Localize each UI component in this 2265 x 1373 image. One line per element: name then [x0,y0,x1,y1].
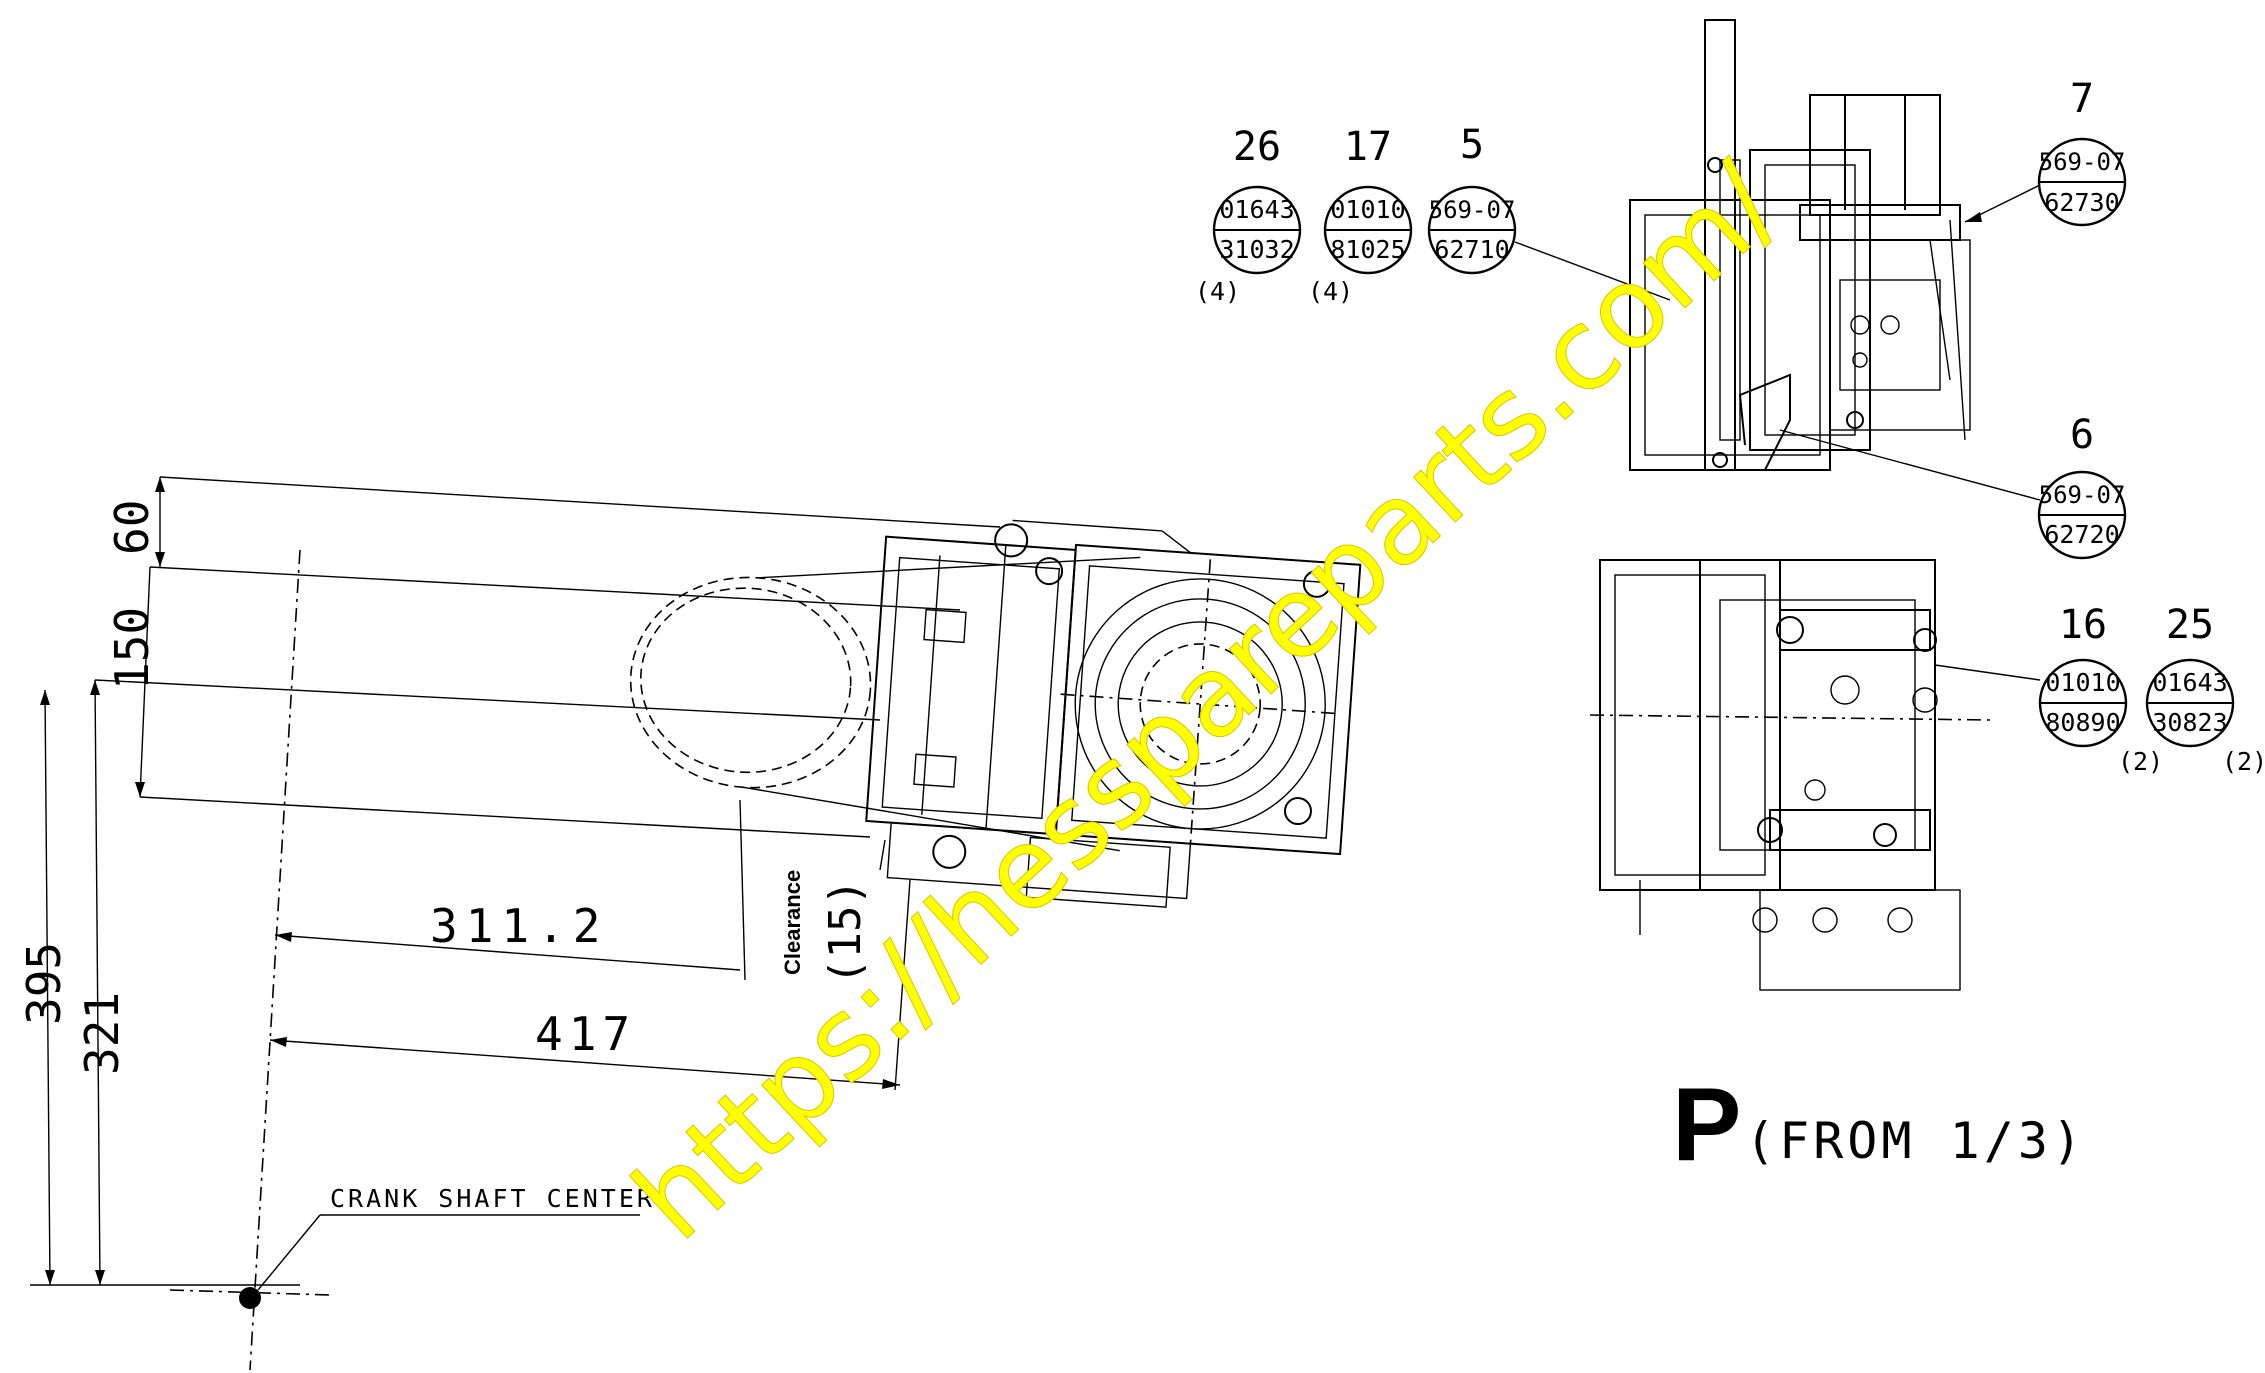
svg-text:30823: 30823 [2152,708,2227,737]
svg-text:62710: 62710 [1434,235,1509,264]
callout-7: 7 569-07 62730 [2037,76,2127,227]
callout-6: 6 569-07 62720 [2037,412,2127,560]
dimension-lines [30,476,1001,1371]
callout-5: 5 569-07 62710 [1427,122,1517,275]
svg-text:62730: 62730 [2044,188,2119,217]
svg-text:(2): (2) [2118,747,2163,776]
clearance-label: Clearance [780,870,805,975]
svg-text:(2): (2) [2222,747,2265,776]
dim-417-label: 417 [535,1007,636,1061]
svg-text:5: 5 [1460,122,1484,168]
svg-text:(4): (4) [1195,277,1240,306]
svg-text:26: 26 [1233,124,1281,170]
clearance-value: (15) [820,879,871,985]
dim-60-label: 60 [105,500,159,555]
svg-text:569-07: 569-07 [2039,148,2126,176]
svg-text:01643: 01643 [2152,668,2227,697]
dim-311-label: 311.2 [430,899,608,953]
dimension-labels: 60 150 395 321 311.2 417 Clearance (15) [17,500,871,1075]
dim-395-label: 395 [17,942,71,1025]
view-letter: P [1672,1067,1741,1183]
view-label: P (FROM 1/3) [1672,1067,2086,1183]
svg-text:62720: 62720 [2044,520,2119,549]
callout-26: 26 01643 31032 (4) [1195,124,1302,306]
callout-16: 16 01010 80890 (2) [2038,602,2163,776]
svg-text:7: 7 [2070,76,2094,122]
svg-text:01010: 01010 [1330,195,1405,224]
svg-text:31032: 31032 [1219,235,1294,264]
callout-leaders [1514,184,2041,681]
callout-17: 17 01010 81025 (4) [1308,124,1413,306]
svg-text:80890: 80890 [2045,708,2120,737]
svg-text:6: 6 [2070,412,2094,458]
svg-text:16: 16 [2059,602,2107,648]
svg-text:569-07: 569-07 [1429,196,1516,224]
lower-detail-view [1589,559,1991,991]
dim-150-label: 150 [105,607,159,690]
main-assembly [629,519,1362,908]
crank-shaft-label: CRANK SHAFT CENTER [330,1184,655,1213]
view-reference: (FROM 1/3) [1745,1112,2086,1170]
upper-detail-view [1629,19,1971,471]
svg-text:01010: 01010 [2045,668,2120,697]
dim-321-label: 321 [75,992,129,1075]
svg-text:(4): (4) [1308,277,1353,306]
watermark-url: https://hesspareparts.com/ [610,139,1804,1265]
callout-25: 25 01643 30823 (2) [2145,602,2265,776]
svg-text:569-07: 569-07 [2039,481,2126,509]
crank-shaft-center: CRANK SHAFT CENTER [239,1184,655,1309]
svg-text:01643: 01643 [1219,195,1294,224]
svg-text:17: 17 [1344,124,1392,170]
svg-text:81025: 81025 [1330,235,1405,264]
svg-text:25: 25 [2166,602,2214,648]
